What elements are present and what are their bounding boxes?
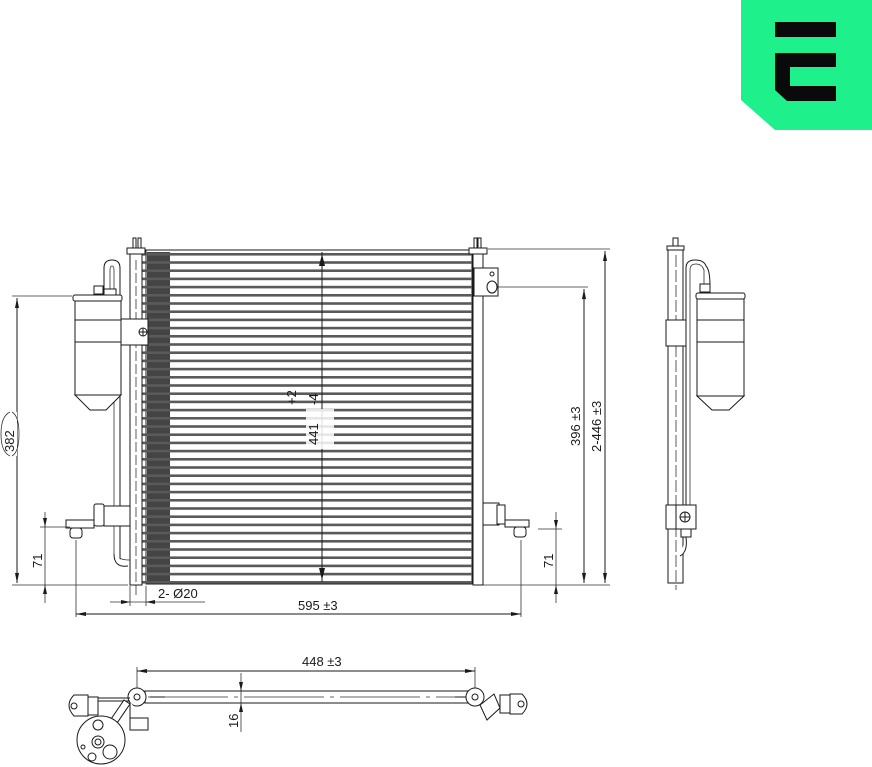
core-tube xyxy=(140,458,472,461)
core-tube xyxy=(140,335,472,338)
core-tube xyxy=(140,581,472,584)
core-tube xyxy=(140,556,472,559)
core-tube xyxy=(140,482,472,486)
e-letter-icon xyxy=(775,22,836,101)
hole-diameter-label: 2- Ø20 xyxy=(158,586,198,601)
receiver-drier-front xyxy=(65,259,131,567)
right-bracket-offset-label: 71 xyxy=(541,554,556,568)
core-tube xyxy=(140,351,472,354)
core-tube xyxy=(140,269,472,272)
core-tube xyxy=(140,253,472,256)
core-tube xyxy=(140,359,472,363)
core-tube xyxy=(140,392,472,395)
front-dimensions: 382 71 71 396 ±3 xyxy=(0,248,610,617)
core-tube xyxy=(140,400,472,404)
core-tube xyxy=(140,318,472,322)
core-tube xyxy=(140,515,472,518)
core-tube xyxy=(140,277,472,281)
mount-height-label: 396 ±3 xyxy=(568,406,583,446)
brand-logo xyxy=(741,0,872,130)
core-tube xyxy=(140,490,472,494)
core-tube xyxy=(140,302,472,305)
top-dimensions: 448 ±3 16 xyxy=(136,654,476,732)
core-tube xyxy=(140,531,472,535)
core-tube xyxy=(140,572,472,576)
core-tube xyxy=(140,343,472,346)
right-header-tank xyxy=(468,237,530,586)
core-tube xyxy=(140,376,472,379)
core-depth-label: 16 xyxy=(226,714,241,728)
core-tube xyxy=(140,261,472,264)
tube-length-label: 448 ±3 xyxy=(302,654,342,669)
overall-height-ref-label: 382 xyxy=(2,430,17,452)
core-tube xyxy=(140,564,472,568)
core-tube xyxy=(140,294,472,297)
core-tube xyxy=(140,384,472,387)
core-tube xyxy=(140,507,472,510)
core-tube xyxy=(140,499,472,502)
core-tube xyxy=(140,310,472,313)
core-tube xyxy=(140,285,472,289)
core-height-label: 441 xyxy=(306,423,321,445)
top-view xyxy=(68,687,528,765)
core-tube xyxy=(140,523,472,527)
core-tube xyxy=(140,326,472,330)
side-view xyxy=(665,237,746,590)
core-tube xyxy=(140,540,472,543)
overall-width-label: 595 ±3 xyxy=(298,598,338,613)
overall-height-label: 2-446 ±3 xyxy=(589,401,604,452)
core-tube xyxy=(140,367,472,371)
core-tube xyxy=(140,449,472,453)
condenser-core-front: 441 +2 -4 xyxy=(140,249,473,585)
core-tube xyxy=(140,548,472,551)
core-height-tol-upper: +2 xyxy=(284,390,299,405)
left-header-tank xyxy=(117,237,149,595)
core-tube xyxy=(140,474,472,477)
core-height-tol-lower: -4 xyxy=(306,393,321,405)
left-bracket-offset-label: 71 xyxy=(30,554,45,568)
core-tube xyxy=(140,466,472,469)
